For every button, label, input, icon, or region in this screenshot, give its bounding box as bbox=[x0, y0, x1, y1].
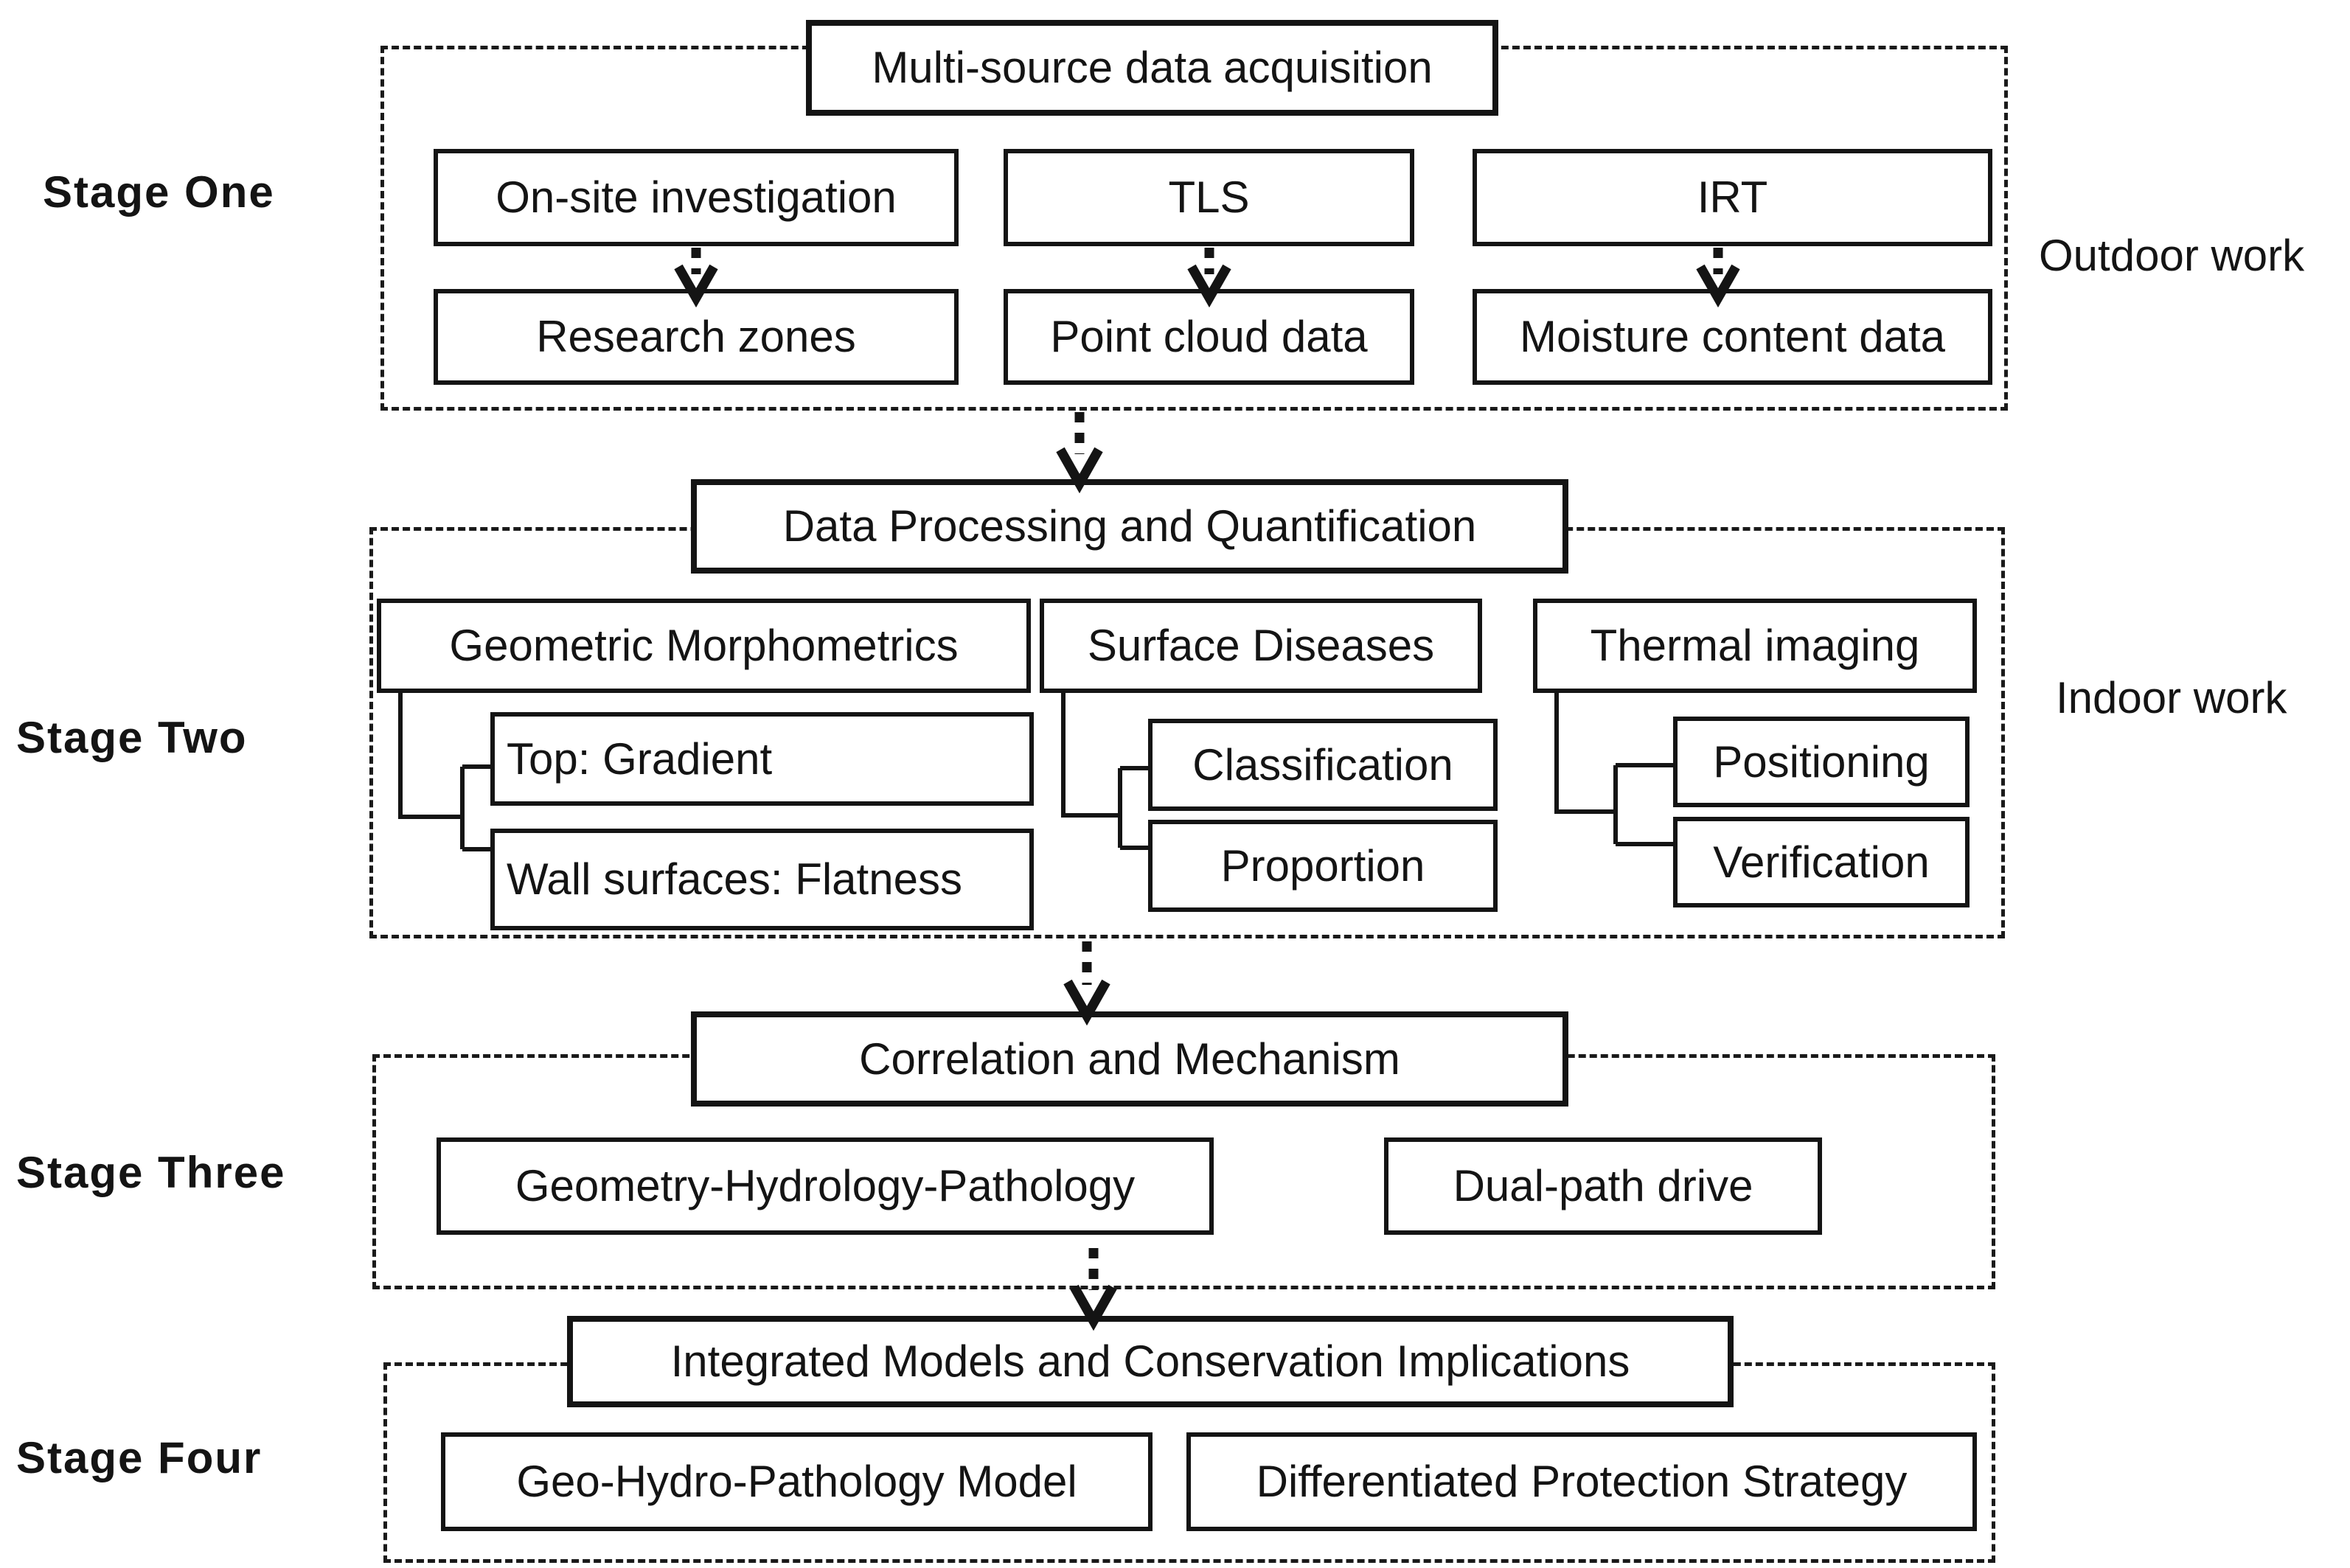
title-box-multi-source-data-acquisition: Multi-source data acquisition bbox=[806, 20, 1498, 116]
title-box-correlation-and-mechanism: Correlation and Mechanism bbox=[691, 1011, 1568, 1107]
box-wall-surfaces-flatness: Wall surfaces: Flatness bbox=[490, 829, 1034, 930]
box-tls: TLS bbox=[1004, 149, 1414, 246]
label-outdoor-work: Outdoor work bbox=[2039, 231, 2305, 280]
arrow-stage-one-to-stage-two bbox=[1056, 412, 1103, 494]
box-classification: Classification bbox=[1148, 719, 1498, 811]
box-proportion: Proportion bbox=[1148, 820, 1498, 912]
label-indoor-work: Indoor work bbox=[2056, 673, 2287, 722]
title-box-data-processing-and-quantification: Data Processing and Quantification bbox=[691, 479, 1568, 574]
box-differentiated-protection-strategy: Differentiated Protection Strategy bbox=[1186, 1432, 1977, 1531]
box-verification: Verification bbox=[1673, 817, 1970, 907]
label-stage-four: Stage Four bbox=[16, 1433, 263, 1482]
box-point-cloud-data: Point cloud data bbox=[1004, 289, 1414, 385]
arrow-stage-two-to-stage-three bbox=[1063, 941, 1110, 1026]
box-dual-path-drive: Dual-path drive bbox=[1384, 1137, 1822, 1235]
box-geometric-morphometrics: Geometric Morphometrics bbox=[377, 599, 1031, 693]
box-geometry-hydrology-pathology: Geometry-Hydrology-Pathology bbox=[437, 1137, 1214, 1235]
box-on-site-investigation: On-site investigation bbox=[434, 149, 959, 246]
label-stage-three: Stage Three bbox=[16, 1148, 286, 1197]
box-irt: IRT bbox=[1473, 149, 1992, 246]
box-thermal-imaging: Thermal imaging bbox=[1533, 599, 1977, 693]
box-top-gradient: Top: Gradient bbox=[490, 712, 1034, 806]
box-positioning: Positioning bbox=[1673, 717, 1970, 807]
box-surface-diseases: Surface Diseases bbox=[1040, 599, 1482, 693]
label-stage-one: Stage One bbox=[43, 167, 275, 217]
label-stage-two: Stage Two bbox=[16, 713, 248, 762]
box-research-zones: Research zones bbox=[434, 289, 959, 385]
box-moisture-content-data: Moisture content data bbox=[1473, 289, 1992, 385]
title-box-integrated-models-and-conservation-implications: Integrated Models and Conservation Impli… bbox=[567, 1316, 1734, 1407]
box-geo-hydro-pathology-model: Geo-Hydro-Pathology Model bbox=[441, 1432, 1153, 1531]
